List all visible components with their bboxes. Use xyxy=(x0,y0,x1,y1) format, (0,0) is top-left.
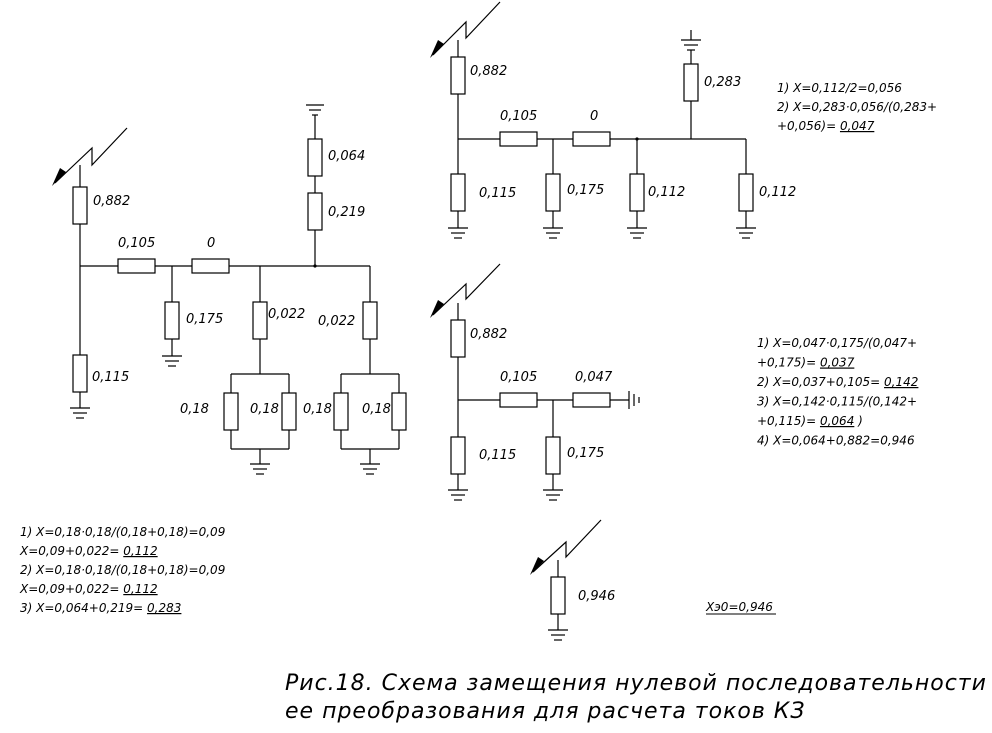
label-a-105: 0,105 xyxy=(118,236,155,251)
source-symbol-a xyxy=(52,127,128,186)
resistor-a-18-1 xyxy=(223,392,239,431)
resistor-b-0 xyxy=(572,131,611,147)
resistor-a-0 xyxy=(191,258,230,274)
calc-result: 0,037 xyxy=(820,356,855,370)
calc-line: 1) X=0,112/2=0,056 xyxy=(777,81,902,95)
label-a-175: 0,175 xyxy=(186,312,223,327)
calc-result: 0,142 xyxy=(884,375,918,389)
label-b-0: 0 xyxy=(590,109,598,124)
calculations-c: 1) X=0,047·0,175/(0,047+ +0,175)= 0,037 2)… xyxy=(757,336,918,448)
calc-result: 0,283 xyxy=(147,601,181,615)
resistor-c-882 xyxy=(450,319,466,358)
calc-line: +0,056)= 0,047 xyxy=(777,119,875,133)
resistor-b-882 xyxy=(450,56,466,95)
calc-line: 3) X=0,064+0,219= 0,283 xyxy=(20,601,181,615)
equivalent-result: Хэ0=0,946 xyxy=(705,600,773,614)
calc-result: 0,112 xyxy=(123,544,157,558)
calc-line: 2) X=0,283·0,056/(0,283+ xyxy=(777,100,937,114)
label-c-047: 0,047 xyxy=(575,370,613,385)
label-a-882: 0,882 xyxy=(93,194,130,209)
calc-line: X=0,09+0,022= 0,112 xyxy=(19,582,158,596)
calc-result: 0,047 xyxy=(840,119,875,133)
calc-line: 2) X=0,18·0,18/(0,18+0,18)=0,09 xyxy=(20,563,225,577)
resistor-a-115 xyxy=(72,354,88,393)
calc-line: 1) X=0,047·0,175/(0,047+ xyxy=(757,336,917,350)
resistor-a-219 xyxy=(307,192,323,231)
source-symbol-c xyxy=(430,263,501,318)
label-a-18-2: 0,18 xyxy=(250,402,279,417)
label-b-283: 0,283 xyxy=(704,75,741,90)
resistor-b-105 xyxy=(499,131,538,147)
label-a-18-1: 0,18 xyxy=(180,402,209,417)
label-a-022-1: 0,022 xyxy=(268,307,305,322)
calc-line: X=0,09+0,022= 0,112 xyxy=(19,544,158,558)
label-a-219: 0,219 xyxy=(328,205,365,220)
resistor-b-283 xyxy=(683,63,699,102)
calc-line: 2) X=0,037+0,105= 0,142 xyxy=(757,375,918,389)
resistor-a-022-1 xyxy=(252,301,268,340)
calc-line: 1) X=0,18·0,18/(0,18+0,18)=0,09 xyxy=(20,525,225,539)
calc-result: 0,112 xyxy=(123,582,157,596)
resistor-c-105 xyxy=(499,392,538,408)
label-a-115: 0,115 xyxy=(92,370,129,385)
resistor-b-112-2 xyxy=(738,173,754,212)
label-c-175: 0,175 xyxy=(567,446,604,461)
label-a-064: 0,064 xyxy=(328,149,365,164)
label-b-115: 0,115 xyxy=(479,186,516,201)
resistor-a-175 xyxy=(164,301,180,340)
resistor-b-175 xyxy=(545,173,561,212)
figure-caption-line1: Рис.18. Схема замещения нулевой последов… xyxy=(285,671,992,696)
resistor-d-946 xyxy=(550,576,566,615)
resistor-c-115 xyxy=(450,436,466,475)
resistor-c-175 xyxy=(545,436,561,475)
label-a-18-4: 0,18 xyxy=(362,402,391,417)
diagram-d: 0,946 xyxy=(530,519,615,641)
label-b-112-1: 0,112 xyxy=(648,185,685,200)
calc-line: +0,115)= 0,064 ) xyxy=(757,414,863,428)
resistor-b-112-1 xyxy=(629,173,645,212)
resistor-a-18-2 xyxy=(281,392,297,431)
label-c-105: 0,105 xyxy=(500,370,537,385)
calc-result: 0,064 xyxy=(820,414,854,428)
label-a-0: 0 xyxy=(207,236,215,251)
source-symbol-b xyxy=(430,1,501,58)
resistor-a-064 xyxy=(307,138,323,177)
resistor-a-105 xyxy=(117,258,156,274)
resistor-b-115 xyxy=(450,173,466,212)
label-a-022-2: 0,022 xyxy=(318,314,355,329)
resistor-a-022-2 xyxy=(362,301,378,340)
diagram-a: 0,882 0,105 0 0,175 0,115 0,064 0,219 0,… xyxy=(52,104,407,475)
calc-line: +0,175)= 0,037 xyxy=(757,356,855,370)
label-b-105: 0,105 xyxy=(500,109,537,124)
resistor-a-18-3 xyxy=(333,392,349,431)
calculations-b: 1) X=0,112/2=0,056 2) X=0,283·0,056/(0,28… xyxy=(777,81,937,133)
calculations-a: 1) X=0,18·0,18/(0,18+0,18)=0,09 X=0,09+0… xyxy=(19,525,225,615)
source-symbol-d xyxy=(530,519,602,575)
calc-line: 4) X=0,064+0,882=0,946 xyxy=(757,434,915,448)
label-c-115: 0,115 xyxy=(479,448,516,463)
diagram-c: 0,882 0,105 0,047 0,115 0,175 xyxy=(430,263,640,501)
label-d-946: 0,946 xyxy=(578,589,615,604)
diagram-b: 0,882 0,105 0 0,283 0,115 0,175 0,112 0,… xyxy=(430,1,796,239)
resistor-a-882 xyxy=(72,186,88,225)
figure-caption-line2: ее преобразования для расчета токов КЗ xyxy=(285,699,806,724)
resistor-c-047 xyxy=(572,392,611,408)
label-c-882: 0,882 xyxy=(470,327,507,342)
label-b-882: 0,882 xyxy=(470,64,507,79)
label-b-175: 0,175 xyxy=(567,183,604,198)
label-b-112-2: 0,112 xyxy=(759,185,796,200)
calc-line: 3) X=0,142·0,115/(0,142+ xyxy=(757,395,917,409)
resistor-a-18-4 xyxy=(391,392,407,431)
label-a-18-3: 0,18 xyxy=(303,402,332,417)
